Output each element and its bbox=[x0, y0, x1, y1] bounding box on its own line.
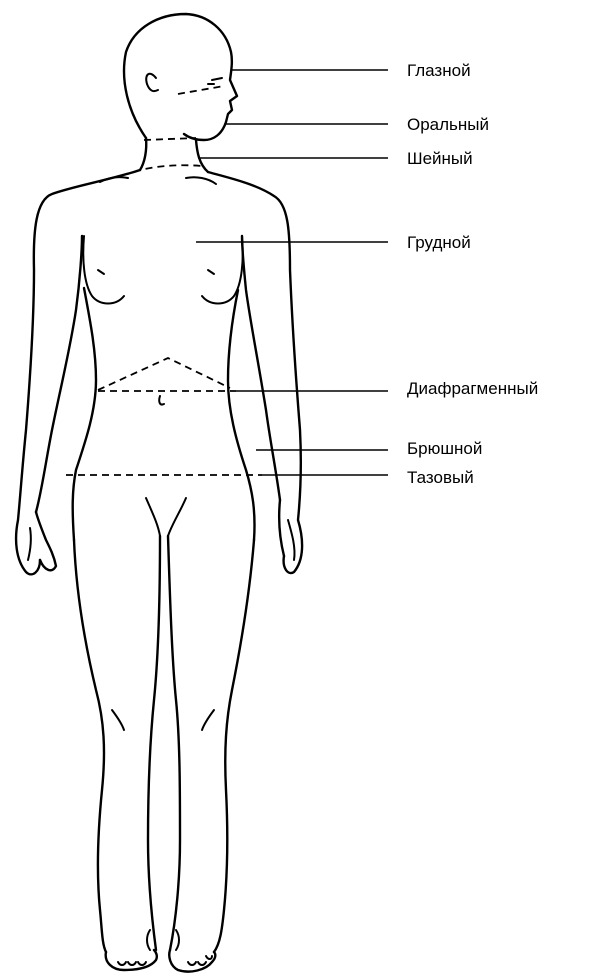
cervical-section-line bbox=[144, 138, 196, 140]
label-ocular: Глазной bbox=[407, 62, 471, 79]
navel bbox=[159, 396, 164, 405]
legs bbox=[74, 498, 254, 952]
label-cervical: Шейный bbox=[407, 150, 473, 167]
clavicles bbox=[100, 177, 216, 184]
diaphragm-section-line bbox=[98, 358, 230, 390]
leader-lines bbox=[196, 70, 388, 475]
cervical-lower-section-line bbox=[134, 165, 202, 172]
label-abdominal: Брюшной bbox=[407, 440, 482, 457]
label-thoracic: Грудной bbox=[407, 234, 471, 251]
feet bbox=[106, 950, 216, 972]
torso-and-arms bbox=[16, 170, 302, 574]
label-oral: Оральный bbox=[407, 116, 489, 133]
label-pelvic: Тазовый bbox=[407, 469, 474, 486]
label-diaphragmatic: Диафрагменный bbox=[407, 380, 538, 397]
chest bbox=[83, 236, 242, 304]
neck bbox=[140, 138, 208, 172]
head bbox=[124, 14, 237, 140]
ocular-section-line bbox=[178, 86, 224, 94]
